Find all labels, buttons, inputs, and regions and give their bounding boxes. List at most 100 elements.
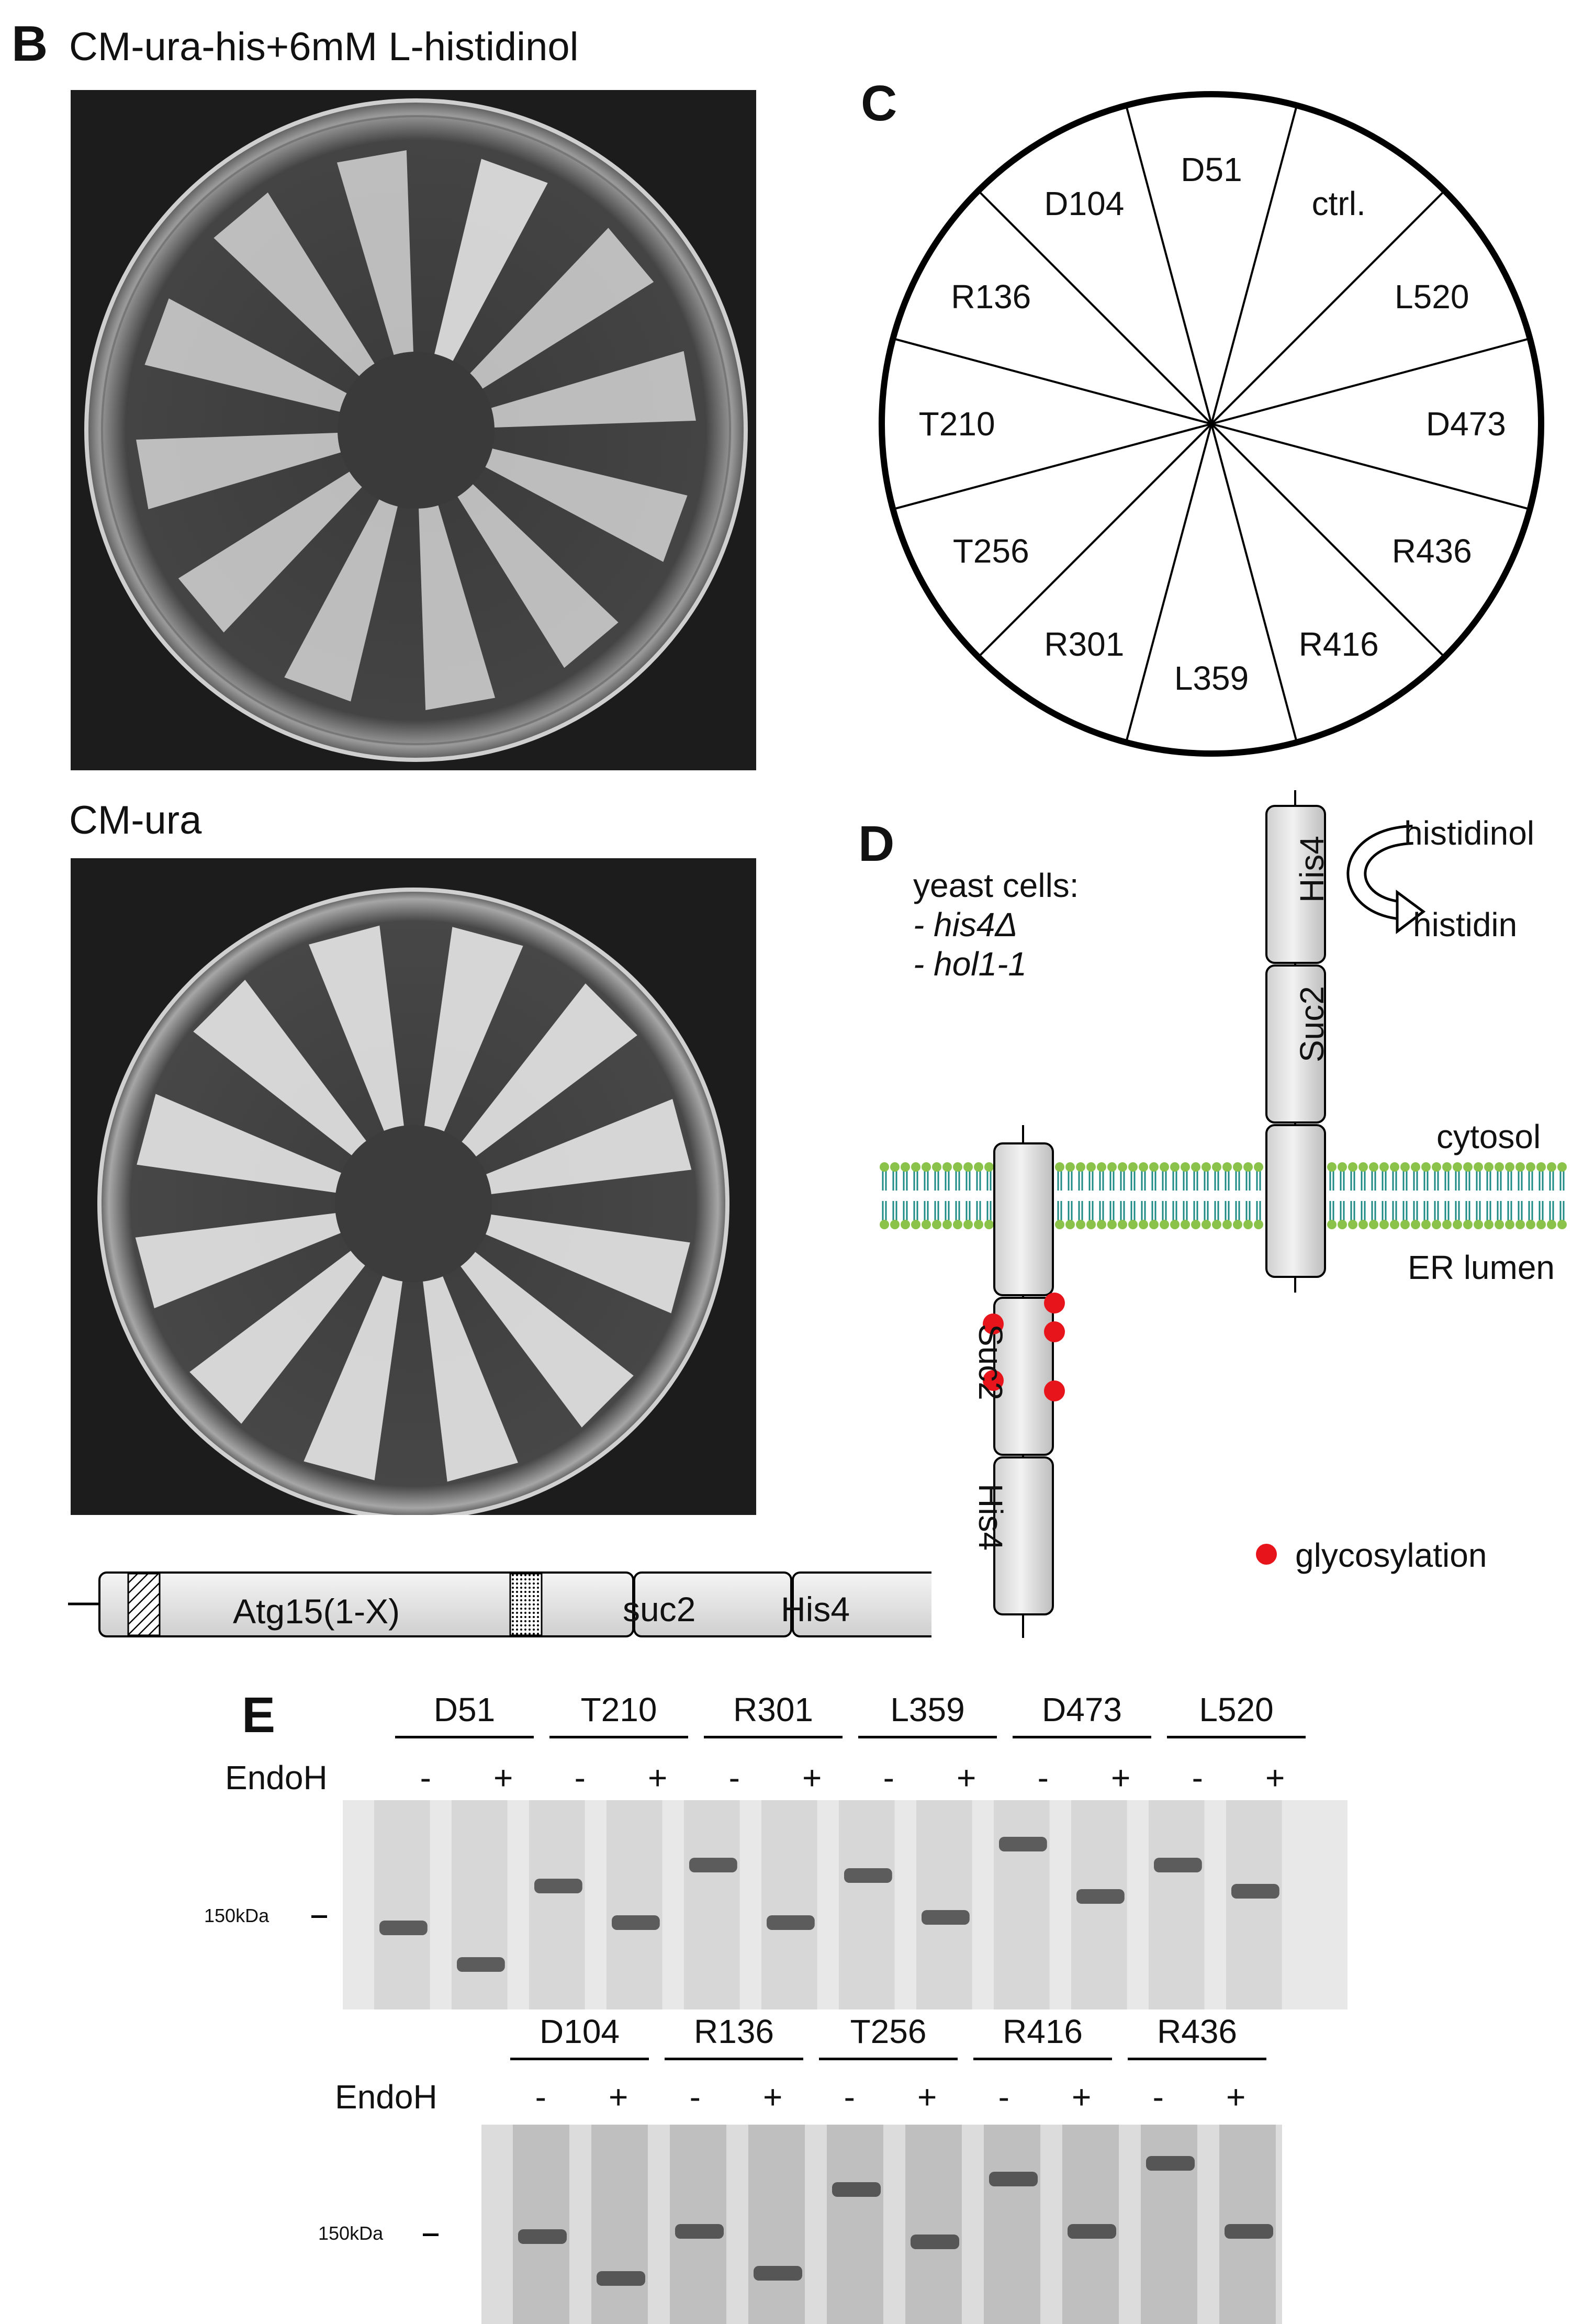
endoh-plus: + bbox=[1072, 2078, 1092, 2116]
endoh-plus: + bbox=[763, 2078, 783, 2116]
marker-tick-row1 bbox=[311, 1915, 327, 1918]
blot-band bbox=[832, 2182, 881, 2197]
sector-label: D473 bbox=[1425, 405, 1506, 443]
lipid-head bbox=[1160, 1162, 1169, 1172]
suc2-label-lumenal: Suc2 bbox=[972, 1324, 1009, 1400]
blot-band bbox=[689, 1858, 737, 1872]
lipid-head bbox=[890, 1162, 900, 1172]
membrane-topology-diagram bbox=[880, 790, 1567, 1638]
lipid-head bbox=[1526, 1162, 1535, 1172]
blot-band bbox=[1225, 2224, 1273, 2239]
blot-lane bbox=[984, 2125, 1040, 2324]
glycosylation-dot bbox=[983, 1313, 1004, 1334]
sample-underline bbox=[1128, 2058, 1266, 2060]
lipid-head bbox=[1536, 1220, 1546, 1229]
blot-lane bbox=[1071, 1800, 1127, 2009]
sector-label: L520 bbox=[1395, 277, 1469, 316]
blot-lane bbox=[827, 2125, 883, 2324]
lipid-head bbox=[1421, 1162, 1431, 1172]
sample-underline bbox=[510, 2058, 649, 2060]
blot-band bbox=[767, 1915, 815, 1930]
glycosylation-dot bbox=[1044, 1293, 1065, 1313]
lipid-head bbox=[1202, 1220, 1211, 1229]
lipid-head bbox=[974, 1162, 983, 1172]
sample-label: D473 bbox=[1042, 1691, 1122, 1728]
lipid-head bbox=[1254, 1220, 1263, 1229]
sample-underline bbox=[973, 2058, 1112, 2060]
lipid-head bbox=[984, 1162, 994, 1172]
construct-label-his4: His4 bbox=[781, 1590, 850, 1629]
sample-underline bbox=[395, 1736, 534, 1738]
endoh-minus: - bbox=[998, 2078, 1009, 2116]
lipid-head bbox=[1411, 1162, 1420, 1172]
lipid-head bbox=[1181, 1220, 1190, 1229]
his4-domain-lumenal bbox=[993, 1456, 1054, 1615]
endoh-minus: - bbox=[883, 1759, 894, 1797]
lipid-head bbox=[1390, 1220, 1399, 1229]
sector-label: R136 bbox=[951, 277, 1031, 316]
glycosylation-dot bbox=[1044, 1321, 1065, 1342]
blot-band bbox=[612, 1915, 660, 1930]
lipid-head bbox=[963, 1220, 973, 1229]
sample-label: R136 bbox=[694, 2013, 774, 2050]
endoh-plus: + bbox=[1265, 1759, 1285, 1797]
sector-divider bbox=[978, 190, 1212, 425]
lipid-head bbox=[1358, 1162, 1368, 1172]
lipid-head bbox=[1149, 1220, 1159, 1229]
glycosylation-dot bbox=[983, 1370, 1004, 1391]
lipid-head bbox=[1411, 1220, 1420, 1229]
lipid-head bbox=[1139, 1220, 1148, 1229]
lipid-head bbox=[1484, 1162, 1494, 1172]
endoh-label-row2: EndoH bbox=[335, 2078, 437, 2116]
blot-lane bbox=[839, 1800, 895, 2009]
hatched-domain bbox=[127, 1573, 161, 1636]
glycosylation-sites bbox=[983, 1293, 1065, 1401]
lipid-head bbox=[1086, 1220, 1096, 1229]
endoh-minus: - bbox=[1037, 1759, 1049, 1797]
sample-label: T256 bbox=[850, 2013, 927, 2050]
tm-domain-left bbox=[993, 1142, 1054, 1296]
lipid-head bbox=[1547, 1162, 1556, 1172]
lipid-head bbox=[942, 1220, 952, 1229]
lipid-head bbox=[953, 1162, 962, 1172]
lipid-bilayer bbox=[880, 1162, 1567, 1229]
lipid-head bbox=[1505, 1220, 1514, 1229]
panel-e-letter: E bbox=[242, 1687, 276, 1743]
suc2-segment bbox=[633, 1571, 792, 1637]
sector-label: D104 bbox=[1044, 184, 1125, 222]
endoh-plus: + bbox=[648, 1759, 668, 1797]
sample-label: R301 bbox=[733, 1691, 813, 1728]
lipid-head bbox=[1338, 1220, 1347, 1229]
blot-band bbox=[1076, 1889, 1125, 1904]
lipid-head bbox=[1400, 1220, 1410, 1229]
lipid-head bbox=[1076, 1162, 1085, 1172]
lipid-head bbox=[1139, 1162, 1148, 1172]
lipid-head bbox=[1484, 1220, 1494, 1229]
lipid-head bbox=[1515, 1162, 1525, 1172]
lipid-head bbox=[1463, 1220, 1473, 1229]
marker-label-row2: 150kDa bbox=[318, 2222, 384, 2244]
endoh-plus: + bbox=[802, 1759, 822, 1797]
plate-map-wheel bbox=[879, 91, 1544, 757]
plate-top-drawing bbox=[84, 98, 748, 762]
endoh-minus: - bbox=[844, 2078, 855, 2116]
lipid-head bbox=[1390, 1162, 1399, 1172]
lipid-head bbox=[942, 1162, 952, 1172]
lipid-head bbox=[984, 1220, 994, 1229]
yeast-genotype-1: - his4Δ bbox=[913, 906, 1018, 944]
plate-top-title: CM-ura-his+6mM L-histidinol bbox=[69, 25, 579, 69]
endoh-plus: + bbox=[957, 1759, 976, 1797]
lipid-head bbox=[1149, 1162, 1159, 1172]
lipid-head bbox=[901, 1220, 910, 1229]
sample-underline bbox=[819, 2058, 958, 2060]
sector-divider bbox=[1210, 105, 1298, 424]
lipid-head bbox=[911, 1220, 920, 1229]
blot-band bbox=[844, 1868, 892, 1883]
lipid-head bbox=[1358, 1220, 1368, 1229]
lipid-head bbox=[1097, 1220, 1106, 1229]
lipid-head bbox=[1348, 1220, 1357, 1229]
sample-label: R416 bbox=[1003, 2013, 1083, 2050]
lipid-head bbox=[1170, 1162, 1180, 1172]
blot-band bbox=[1146, 2156, 1195, 2171]
lipid-head bbox=[1160, 1220, 1169, 1229]
